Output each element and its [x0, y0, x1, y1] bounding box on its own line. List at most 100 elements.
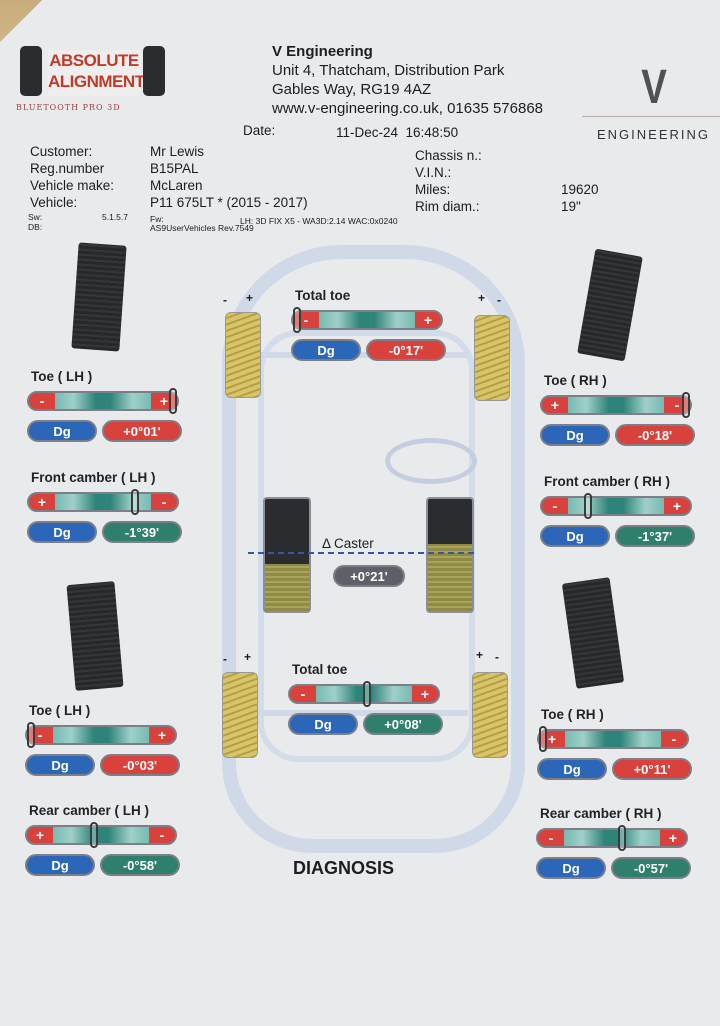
gauge-right-sign: +	[660, 830, 686, 846]
miles-label: Miles:	[415, 182, 451, 197]
gauge-bar: - +	[27, 388, 179, 414]
gauge-rear-camber-lh: Rear camber ( LH ) + - Dg -0°58'	[25, 803, 180, 876]
contact-line: www.v-engineering.co.uk, 01635 576868	[272, 100, 544, 117]
dg-button[interactable]: Dg	[540, 424, 610, 446]
gauge-title: Toe ( RH )	[544, 373, 607, 388]
gauge-left-sign: +	[542, 397, 568, 413]
divider	[582, 116, 720, 117]
gauge-right-sign: +	[149, 727, 175, 743]
gauge-value: -0°58'	[100, 854, 180, 876]
gauge-bar: - +	[291, 307, 443, 333]
minus-mark: -	[223, 652, 227, 666]
fw-label: Fw:	[150, 214, 164, 224]
minus-mark: -	[495, 650, 499, 664]
tire-logo-icon	[143, 46, 165, 96]
miles-value: 19620	[561, 182, 599, 197]
caster-fill-lh	[265, 563, 309, 611]
minus-mark: -	[223, 293, 227, 307]
gauge-front-total-toe: Total toe - + Dg -0°17'	[291, 288, 446, 361]
gauge-indicator	[362, 681, 371, 707]
dg-button[interactable]: Dg	[288, 713, 358, 735]
reg-value: B15PAL	[150, 161, 199, 176]
gauge-front-toe-lh: Toe ( LH ) - + Dg +0°01'	[27, 369, 182, 442]
dg-button[interactable]: Dg	[25, 854, 95, 876]
chassis-label: Chassis n.:	[415, 148, 482, 163]
gauge-right-sign: -	[661, 731, 687, 747]
customer-label: Customer:	[30, 144, 93, 159]
gauge-bar: + -	[25, 822, 177, 848]
customer-value: Mr Lewis	[150, 144, 205, 159]
dg-button[interactable]: Dg	[27, 521, 97, 543]
gauge-indicator	[90, 822, 98, 848]
gauge-indicator	[169, 388, 177, 414]
steering-wheel-icon	[385, 438, 477, 484]
gauge-front-toe-rh: Toe ( RH ) + - Dg -0°18'	[540, 373, 695, 446]
gauge-rear-total-toe: Total toe - + Dg +0°08'	[288, 662, 443, 735]
rear-right-wheel	[472, 672, 508, 758]
gauge-front-camber-lh: Front camber ( LH ) + - Dg -1°39'	[27, 470, 182, 543]
make-label: Vehicle make:	[30, 178, 115, 193]
sw-value: 5.1.5.7	[102, 212, 128, 222]
front-axle	[258, 352, 468, 358]
gauge-rear-toe-rh: Toe ( RH ) + - Dg +0°11'	[537, 707, 692, 780]
address-line: Unit 4, Thatcham, Distribution Park	[272, 62, 505, 79]
gauge-rear-toe-lh: Toe ( LH ) - + Dg -0°03'	[25, 703, 180, 776]
caster-value: +0°21'	[333, 565, 405, 587]
gauge-left-sign: -	[29, 393, 55, 409]
rim-value: 19"	[561, 199, 581, 214]
gauge-right-sign: +	[412, 686, 438, 702]
make-value: McLaren	[150, 178, 203, 193]
dg-button[interactable]: Dg	[537, 758, 607, 780]
plus-mark: +	[478, 291, 486, 305]
caster-fill-rh	[428, 543, 472, 611]
gauge-left-sign: +	[27, 827, 53, 843]
gauge-front-camber-rh: Front camber ( RH ) - + Dg -1°37'	[540, 474, 695, 547]
gauge-indicator	[682, 392, 690, 418]
gauge-title: Total toe	[292, 662, 348, 677]
gauge-indicator	[539, 726, 547, 752]
dg-button[interactable]: Dg	[25, 754, 95, 776]
v-engineering-logo: V	[641, 61, 667, 114]
gauge-bar: + -	[537, 726, 689, 752]
gauge-title: Toe ( LH )	[29, 703, 91, 718]
diagnosis-title: DIAGNOSIS	[293, 858, 395, 878]
gauge-value: -0°03'	[100, 754, 180, 776]
dg-button[interactable]: Dg	[540, 525, 610, 547]
gauge-bar: + -	[27, 489, 179, 515]
company-name: V Engineering	[272, 43, 373, 60]
address-line: Gables Way, RG19 4AZ	[272, 81, 432, 98]
caster-reference-line	[248, 552, 474, 554]
rear-axle	[258, 710, 468, 716]
gauge-bar: - +	[288, 681, 440, 707]
gauge-title: Total toe	[295, 288, 351, 303]
caster-bar-rh	[426, 497, 474, 613]
front-left-wheel	[225, 312, 261, 398]
dg-button[interactable]: Dg	[536, 857, 606, 879]
db-value: AS9UserVehicles Rev.7549	[150, 223, 254, 233]
gauge-left-sign: -	[538, 830, 564, 846]
gauge-value: -0°17'	[366, 339, 446, 361]
date-label: Date:	[243, 123, 276, 138]
gauge-value: +0°08'	[363, 713, 443, 735]
dg-button[interactable]: Dg	[27, 420, 97, 442]
logo-wordmark: ENGINEERING	[597, 127, 711, 142]
company-address: V Engineering Unit 4, Thatcham, Distribu…	[272, 42, 543, 118]
gauge-indicator	[584, 493, 592, 519]
gauge-left-sign: -	[542, 498, 568, 514]
caster-title: Δ Caster	[322, 536, 374, 551]
date-value: 11-Dec-24 16:48:50	[336, 125, 459, 140]
gauge-bar: - +	[540, 493, 692, 519]
dg-button[interactable]: Dg	[291, 339, 361, 361]
gauge-title: Toe ( LH )	[31, 369, 93, 384]
gauge-title: Front camber ( RH )	[544, 474, 671, 489]
gauge-indicator	[617, 825, 626, 851]
gauge-right-sign: +	[415, 312, 441, 328]
gauge-right-sign: -	[151, 494, 177, 510]
plus-mark: +	[244, 650, 252, 664]
plus-mark: +	[246, 291, 254, 305]
gauge-title: Rear camber ( LH )	[29, 803, 150, 818]
minus-mark: -	[497, 293, 501, 307]
gauge-rear-camber-rh: Rear camber ( RH ) - + Dg -0°57'	[536, 806, 691, 879]
rear-left-tire-icon	[66, 581, 124, 691]
gauge-left-sign: -	[290, 686, 316, 702]
